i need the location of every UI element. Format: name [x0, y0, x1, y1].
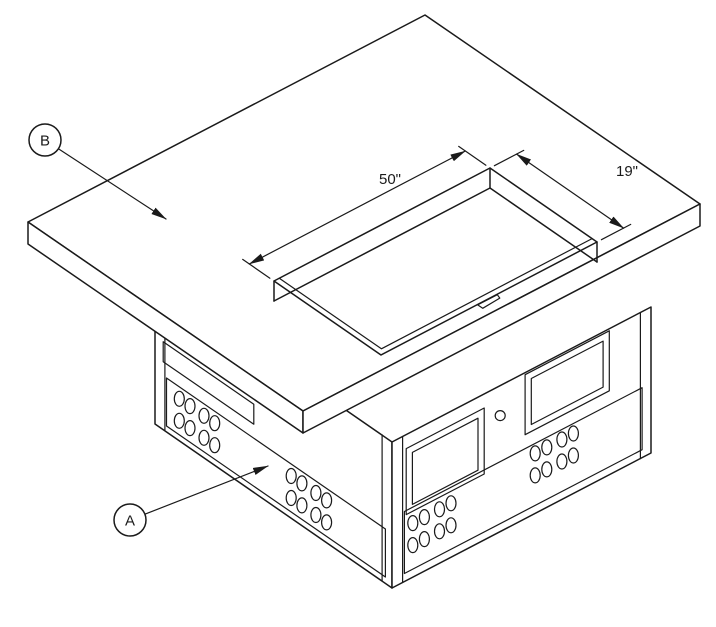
mount-hole — [285, 489, 297, 507]
mount-hole — [296, 475, 308, 492]
right-hole-panel — [403, 387, 643, 575]
base-right-face — [391, 306, 652, 589]
mount-hole-cluster — [173, 390, 221, 454]
mount-hole — [567, 425, 580, 442]
window-frame-outer — [405, 407, 485, 516]
mount-hole — [407, 536, 419, 554]
window-frame-inner — [530, 340, 604, 426]
callout-a: A — [113, 465, 269, 537]
mount-hole — [285, 467, 297, 485]
dimension-line — [248, 150, 466, 265]
mount-hole — [541, 439, 553, 456]
mount-hole — [556, 431, 568, 448]
mount-hole — [321, 492, 333, 509]
mount-hole — [209, 415, 221, 432]
extension-line — [600, 223, 632, 241]
leader-arrow — [57, 148, 167, 220]
mount-hole — [433, 501, 446, 518]
callout-a-label: A — [125, 513, 135, 530]
mount-hole — [541, 461, 553, 478]
callout-b-label: B — [40, 133, 50, 150]
dimension-50-text: 50" — [379, 171, 401, 188]
mount-hole — [529, 445, 541, 462]
callout-a-balloon — [113, 503, 147, 537]
window-frame-outer — [524, 330, 610, 436]
mount-hole — [296, 497, 308, 514]
mount-hole — [310, 506, 322, 524]
mount-hole-cluster — [407, 495, 457, 554]
extension-line — [493, 149, 525, 167]
dimension-50: 50" — [242, 145, 487, 279]
mount-hole — [407, 514, 419, 532]
mount-hole — [321, 514, 333, 531]
mount-hole — [445, 495, 457, 512]
mount-hole — [418, 530, 430, 548]
mount-hole — [184, 420, 196, 437]
mount-hole-cluster — [529, 425, 580, 484]
leader-arrow — [144, 465, 269, 515]
mount-hole — [445, 517, 457, 534]
dimension-19-text: 19" — [616, 163, 638, 180]
dimension-19: 19" — [493, 149, 638, 241]
left-hole-panel — [165, 377, 386, 578]
mount-hole — [173, 390, 185, 407]
extension-line — [242, 258, 271, 279]
mount-hole — [418, 508, 430, 526]
latch-plate — [477, 294, 501, 309]
pilot-hole — [494, 410, 506, 422]
window-frame-inner — [411, 417, 479, 505]
mount-hole-cluster — [285, 467, 333, 531]
mount-hole — [567, 447, 580, 464]
mount-hole — [198, 407, 210, 424]
vent-slot — [162, 341, 255, 425]
mount-hole — [209, 437, 221, 454]
mount-hole — [198, 429, 210, 446]
well-inner-lip — [278, 238, 593, 350]
callout-b-balloon — [28, 123, 62, 157]
tabletop-right-edge — [302, 203, 701, 434]
mount-hole — [556, 453, 568, 470]
dimension-line — [515, 153, 625, 229]
mount-hole — [184, 398, 196, 415]
callout-b: B — [28, 123, 167, 220]
mount-hole — [310, 484, 322, 502]
mount-hole — [529, 467, 541, 484]
mount-hole — [173, 412, 185, 429]
extension-line — [458, 145, 487, 166]
mount-hole — [433, 523, 446, 540]
